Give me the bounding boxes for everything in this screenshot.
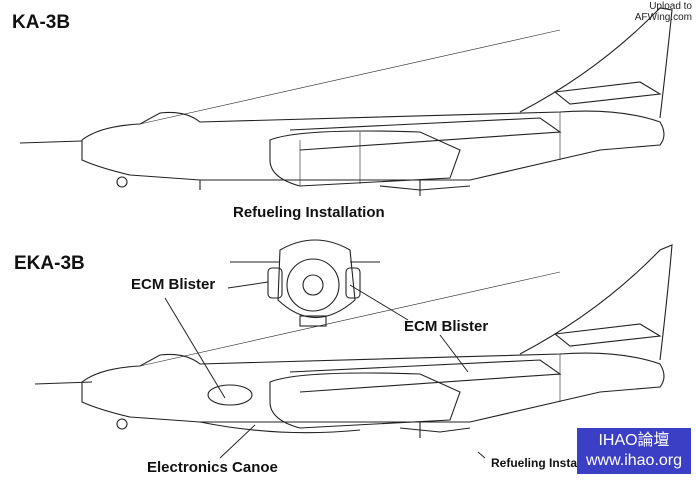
eka3b-title: EKA-3B [14,253,85,274]
callout-leaders [164,281,486,459]
ecm-blister-right-label: ECM Blister [404,318,489,335]
upload-note-line2: AFWing.com [634,12,692,23]
eka3b-side-view [34,244,673,438]
watermark-line1: IHAO論壇 [598,432,670,449]
upload-note: Upload to AFWing.com [635,1,692,23]
ka3b-side-view [19,7,673,196]
refueling-installation-lower-label: Refueling Insta [491,456,578,470]
upload-note-line1: Upload to [649,1,692,12]
ka3b-title: KA-3B [12,12,71,33]
ecm-blister-left-label: ECM Blister [131,276,216,293]
refueling-installation-label: Refueling Installation [233,204,385,221]
eka3b-front-view [230,239,380,327]
watermark-line2: www.ihao.org [585,452,683,469]
watermark-badge: IHAO論壇 www.ihao.org [577,428,691,474]
electronics-canoe-label: Electronics Canoe [147,459,278,476]
